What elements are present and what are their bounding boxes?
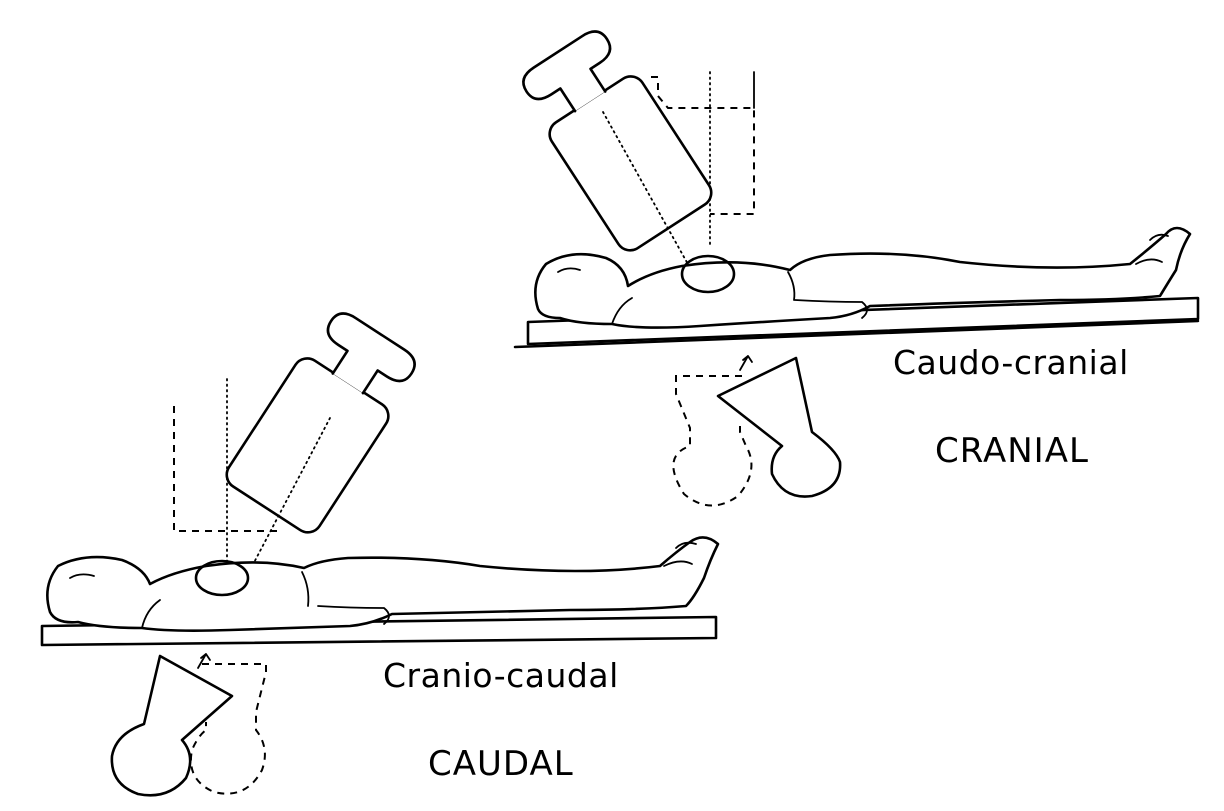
cranial-label: CRANIAL — [935, 431, 1089, 471]
caudal-organ-outline — [194, 559, 250, 597]
cranial-panel — [513, 30, 1200, 507]
cranial-table — [526, 296, 1200, 346]
caudal-beam-arrow — [197, 653, 211, 669]
caudal-patient — [46, 536, 720, 632]
cranial-detector-tilted — [716, 356, 842, 498]
cranial-patient — [534, 226, 1192, 329]
cranial-floor-line — [513, 319, 1200, 349]
cranio-caudal-label: Cranio-caudal — [383, 656, 619, 695]
caudal-detector-tilted — [110, 654, 234, 797]
cranial-beam-arrow — [739, 355, 753, 371]
caudal-panel — [40, 312, 720, 797]
cranial-detector-vertical-outline — [672, 375, 753, 507]
cranial-organ-outline — [680, 254, 736, 294]
caudo-cranial-label: Caudo-cranial — [893, 343, 1129, 382]
caudal-xray-tube — [225, 312, 416, 534]
cranial-angled-beam-line — [602, 111, 719, 319]
caudal-detector-vertical-outline — [190, 663, 267, 795]
caudal-label: CAUDAL — [428, 744, 574, 784]
cranial-tube-vertical-outline — [651, 76, 755, 215]
cranial-xray-tube — [522, 30, 713, 252]
